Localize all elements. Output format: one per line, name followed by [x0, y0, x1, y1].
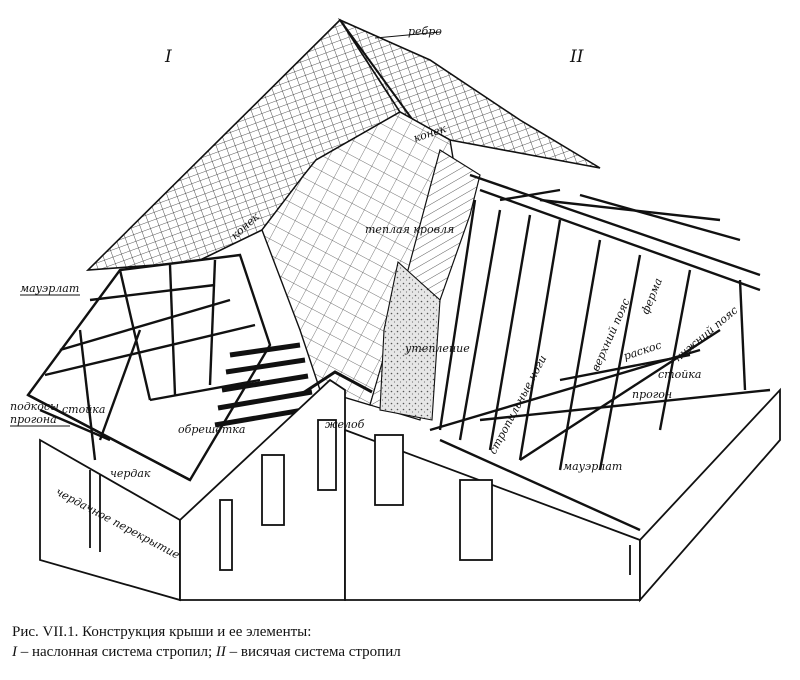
building-walls-right	[344, 387, 781, 603]
caption-text-1: – наслонная система стропил;	[17, 644, 216, 660]
label-raskos: раскос	[622, 338, 663, 362]
label-rebro: ребро	[408, 25, 442, 38]
caption-line-2: I – наслонная система стропил; II – вися…	[12, 642, 792, 662]
figure-caption: Рис. VII.1. Конструкция крыши и ее элеме…	[12, 622, 792, 662]
label-zhelob: желоб	[325, 418, 365, 431]
caption-text-2: – висячая система стропил	[225, 644, 401, 660]
insulation-layer	[379, 260, 441, 421]
label-uteplenie: утепление	[404, 342, 470, 355]
caption-roman-1: I	[12, 644, 17, 660]
rafter-frame-left	[26, 253, 272, 482]
label-mauerlat-left: мауэрлат	[20, 282, 79, 295]
label-stoika-left: стойка	[62, 403, 105, 416]
leader-rebro	[374, 31, 441, 39]
building-walls-left	[39, 378, 346, 602]
label-ferma: ферма	[639, 276, 665, 316]
hip-ridge-line	[339, 19, 421, 131]
section-label-left: I	[164, 47, 172, 67]
label-progona: прогона	[10, 413, 57, 426]
section-label-right: II	[569, 47, 584, 67]
caption-roman-2: II	[215, 644, 226, 660]
caption-line-1: Рис. VII.1. Конструкция крыши и ее элеме…	[12, 624, 312, 640]
label-cherdak: чердак	[110, 467, 151, 480]
gutter	[299, 370, 373, 397]
roof-construction-diagram: I II ребро конек конек теплая кровля уте…	[10, 18, 781, 603]
label-progon: прогон	[632, 388, 672, 401]
truss-frame-right	[429, 173, 771, 532]
label-stoika-right: стойка	[658, 368, 701, 381]
label-podkosy: подкосы	[10, 400, 59, 413]
label-mauerlat-right: мауэрлат	[563, 460, 622, 473]
label-obreshetka: обрешетка	[178, 423, 245, 436]
label-teplaya-krovlya: теплая кровля	[365, 223, 454, 236]
label-stropilnye-nogi: стропильные ноги	[486, 353, 549, 456]
